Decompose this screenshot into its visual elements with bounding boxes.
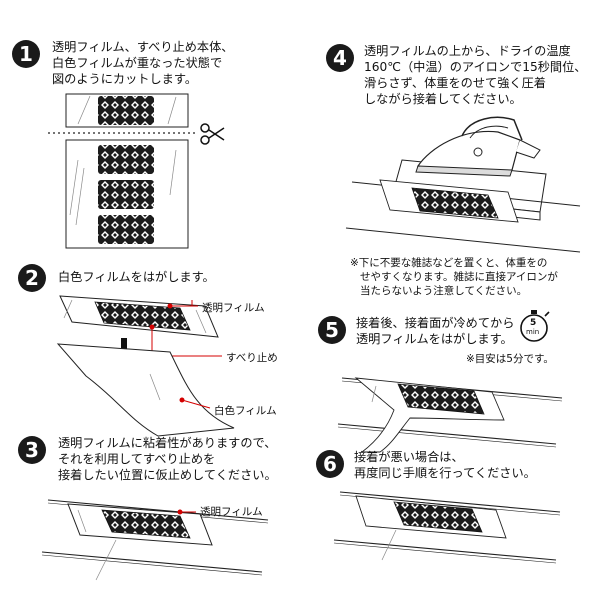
antislip-pad bbox=[98, 215, 154, 244]
label-antislip: すべり止め bbox=[226, 352, 278, 364]
antislip-pad bbox=[411, 187, 499, 219]
step-5-line-1: 接着後、接着面が冷めてから bbox=[356, 316, 515, 330]
step-5-line-2: 透明フィルムをはがします。 bbox=[356, 332, 513, 346]
antislip-pad bbox=[98, 145, 154, 174]
step-6-line-1: 接着が悪い場合は、 bbox=[354, 450, 464, 464]
label-clear-film: 透明フィルム bbox=[202, 302, 265, 314]
label-white-film: 白色フィルム bbox=[214, 405, 277, 417]
step-5-note: ※目安は5分です。 bbox=[466, 353, 554, 365]
step-1-line-2: 白色フィルムが重なった状態で bbox=[52, 56, 223, 70]
step-number: 5 bbox=[318, 316, 346, 344]
timer-value: 5 bbox=[530, 318, 537, 328]
antislip-pad bbox=[98, 96, 154, 125]
step-3-line-2: それを利用してすべり止めを bbox=[58, 452, 216, 466]
step-number: 3 bbox=[18, 436, 46, 464]
step-6-line-2: 再度同じ手順を行ってください。 bbox=[354, 466, 536, 480]
step-1-line-1: 透明フィルム、すべり止め本体、 bbox=[52, 40, 234, 54]
step-number: 4 bbox=[326, 44, 354, 72]
antislip-pad bbox=[98, 180, 154, 209]
timer-unit: min bbox=[526, 328, 540, 336]
step-4-note-2: せやすくなります。雑誌に直接アイロンが bbox=[360, 271, 558, 283]
label-clear-film: 透明フィルム bbox=[200, 506, 263, 518]
step-3-line-1: 透明フィルムに粘着性がありますので、 bbox=[58, 436, 277, 450]
antislip-pad bbox=[393, 501, 483, 533]
step-number: 1 bbox=[12, 40, 40, 68]
step-4-line-1: 透明フィルムの上から、ドライの温度 bbox=[364, 44, 571, 58]
step-4-note-1: ※下に不要な雑誌などを置くと、体重をの bbox=[350, 257, 548, 269]
step-number: 6 bbox=[316, 450, 344, 478]
step-4-note-3: 当たらないよう注意してください。 bbox=[360, 285, 528, 297]
step-4-line-2: 160℃（中温）のアイロンで15秒間位、 bbox=[364, 60, 587, 74]
iron-icon bbox=[415, 116, 541, 177]
scissors-icon bbox=[200, 123, 225, 145]
step-4-line-3: 滑らさず、体重をのせて強く圧着 bbox=[364, 76, 546, 90]
step-number: 2 bbox=[18, 264, 46, 292]
antislip-pad bbox=[94, 301, 191, 331]
step-1-line-3: 図のようにカットします。 bbox=[52, 72, 198, 86]
step-2-line-1: 白色フィルムをはがします。 bbox=[58, 270, 215, 284]
step-4-line-4: しながら接着してください。 bbox=[364, 92, 522, 106]
step-3-line-3: 接着したい位置に仮止めしてください。 bbox=[58, 468, 277, 482]
antislip-pad bbox=[101, 509, 191, 539]
antislip-pad bbox=[397, 383, 485, 415]
